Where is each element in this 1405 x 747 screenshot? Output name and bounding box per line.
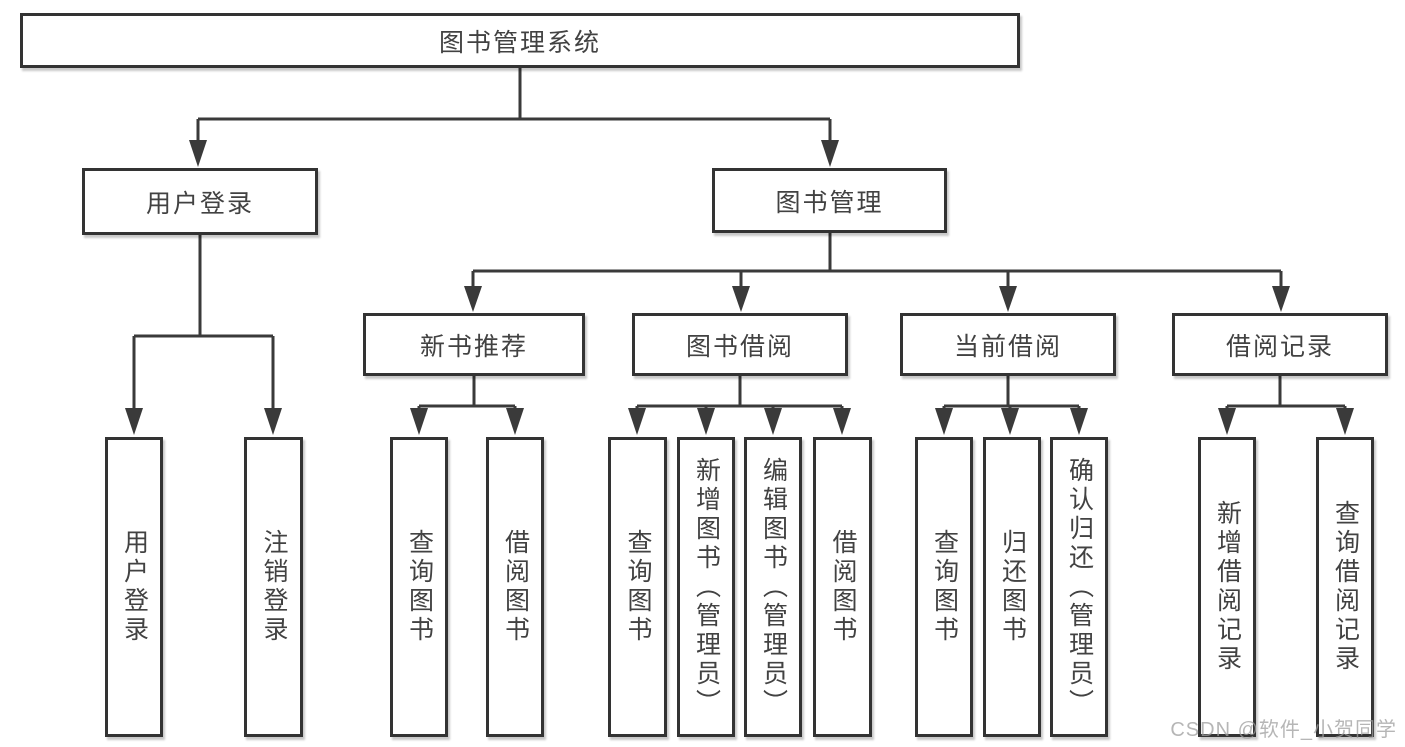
leaf-current-return-books: 归还图书: [983, 437, 1041, 737]
csdn-watermark: CSDN @软件_小贺同学: [1170, 719, 1397, 741]
leaf-current-confirm-return-admin: 确认归还（管理员）: [1050, 437, 1108, 737]
node-book-management: 图书管理: [712, 168, 947, 233]
leaf-recommend-borrow-books: 借阅图书: [486, 437, 544, 737]
leaf-current-query-books: 查询图书: [915, 437, 973, 737]
leaf-records-query-record: 查询借阅记录: [1316, 437, 1374, 737]
leaf-borrowing-edit-books-admin: 编辑图书（管理员）: [744, 437, 802, 737]
node-user-login: 用户登录: [82, 168, 318, 235]
leaf-borrowing-query-books: 查询图书: [608, 437, 667, 737]
leaf-user-login: 用户登录: [105, 437, 163, 737]
leaf-borrowing-add-books-admin: 新增图书（管理员）: [677, 437, 735, 737]
node-new-book-recommend: 新书推荐: [363, 313, 585, 376]
leaf-recommend-query-books: 查询图书: [390, 437, 448, 737]
node-library-management-system: 图书管理系统: [20, 13, 1020, 68]
leaf-borrowing-borrow-books: 借阅图书: [813, 437, 872, 737]
node-current-borrowing: 当前借阅: [900, 313, 1116, 376]
leaf-records-add-record: 新增借阅记录: [1198, 437, 1256, 737]
node-borrow-records: 借阅记录: [1172, 313, 1388, 376]
leaf-logout-login: 注销登录: [244, 437, 303, 737]
node-book-borrowing: 图书借阅: [632, 313, 848, 376]
